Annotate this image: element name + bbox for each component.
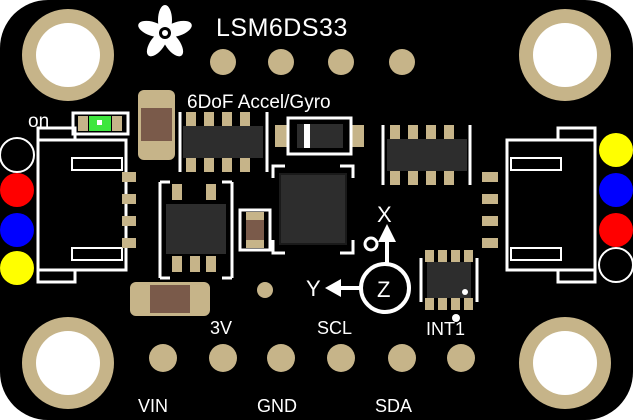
lsm6ds33-sensor-chip	[271, 164, 355, 255]
mounting-hole-bottom-right-icon	[519, 317, 611, 409]
resistor-small	[238, 208, 272, 252]
pin-scl-pad	[327, 344, 355, 372]
top-header-pads	[210, 49, 415, 75]
bottom-header-pads	[149, 344, 475, 372]
axis-indicator	[325, 224, 411, 314]
pin-3v-pad	[209, 344, 237, 372]
resistor-bottom-left	[130, 282, 210, 316]
board-subtitle: 6DoF Accel/Gyro	[187, 92, 331, 113]
pin-sda-pad	[388, 344, 416, 372]
via	[257, 282, 273, 298]
resistor-left-top	[138, 90, 175, 160]
left-jst-connector	[36, 126, 136, 284]
left-wires	[0, 137, 35, 285]
pin-vin-pad	[149, 344, 177, 372]
ic-top-left	[178, 112, 269, 172]
ic-top-right	[381, 125, 472, 185]
pin-int1-pad	[447, 344, 475, 372]
right-wires	[598, 133, 633, 283]
board-title: LSM6DS33	[216, 14, 348, 42]
right-jst-connector	[482, 126, 597, 284]
diode	[275, 116, 364, 156]
pin-label-3v: 3V	[210, 318, 232, 338]
ic-bottom-right	[419, 250, 479, 322]
pin-label-gnd: GND	[257, 396, 297, 416]
mounting-hole-top-left-icon	[22, 9, 114, 101]
axis-z-label: Z	[377, 277, 390, 302]
mounting-hole-top-right-icon	[519, 9, 611, 101]
axis-x-label: X	[377, 202, 392, 227]
adafruit-flower-logo-icon	[138, 5, 192, 57]
power-led	[71, 111, 130, 136]
axis-y-label: Y	[306, 276, 321, 301]
voltage-regulator	[158, 180, 234, 280]
mounting-hole-bottom-left-icon	[22, 317, 114, 409]
pin-gnd-pad	[267, 344, 295, 372]
pin-label-sda: SDA	[375, 396, 412, 416]
pin-label-int1: INT1	[426, 319, 465, 339]
pin-label-scl: SCL	[317, 318, 352, 338]
pin-label-vin: VIN	[138, 396, 168, 416]
